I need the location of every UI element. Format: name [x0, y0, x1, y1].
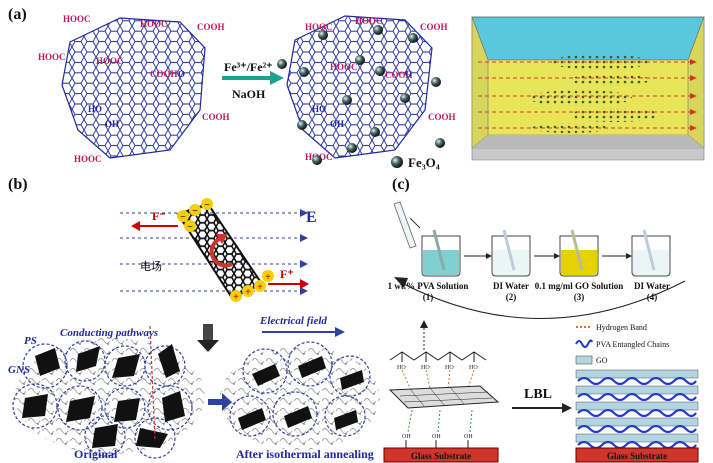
svg-text:HOOC: HOOC: [330, 62, 358, 72]
svg-text:HO: HO: [397, 365, 406, 371]
panel-a-label: (a): [8, 6, 27, 23]
glass-substrate-left-label: Glass Substrate: [411, 451, 471, 461]
panel-c-figure: 1 wt.% PVA Solution (1) DI Water (2) 0.1…: [383, 201, 699, 463]
beaker-1: [421, 229, 461, 277]
fe3o4-legend-icon: [391, 156, 403, 168]
panel-a-figure: HOOC HOOC COOH HOOC HOOC COOH COOH HOOC …: [38, 14, 705, 170]
lbl-arrow: [562, 403, 572, 413]
beaker-1-num: (1): [423, 292, 434, 302]
oh-label: OH: [105, 119, 119, 129]
cooh-label: COOH: [202, 112, 230, 122]
field-chinese-label: 电场: [140, 259, 162, 273]
layered-composite-3d: [471, 16, 705, 161]
beaker-2-num: (2): [506, 292, 517, 302]
o-label: O: [178, 69, 185, 79]
conducting-pathways-label: Conducting pathways: [60, 327, 158, 339]
panel-b-figure: E − − − − + + + + F⁻ F⁺ 电场: [8, 198, 380, 461]
beaker-4-label: DI Water: [634, 281, 670, 291]
svg-text:COOH: COOH: [428, 112, 456, 122]
legend-go: GO: [596, 356, 608, 365]
fe3o4-legend-label: Fe₃O₄: [408, 155, 440, 170]
svg-text:+: +: [245, 287, 251, 298]
cooh-label: COOH: [197, 22, 225, 32]
down-arrow: [197, 340, 219, 352]
ps-label: PS: [24, 335, 37, 347]
beaker-3: [559, 229, 599, 277]
cooh-label: COOH: [150, 69, 178, 79]
legend-hydrogen-band: Hydrogen Band: [596, 323, 647, 332]
beaker-3-num: (3): [574, 292, 585, 302]
original-label: Original: [74, 447, 118, 461]
glass-substrate-right-label: Glass Substrate: [607, 451, 667, 461]
svg-text:−: −: [187, 222, 193, 233]
ho-label: HO: [88, 104, 102, 114]
svg-text:+: +: [233, 292, 239, 303]
hooc-label: HOOC: [63, 14, 91, 24]
beaker-1-label: 1 wt.% PVA Solution: [388, 281, 469, 291]
svg-text:HO: HO: [469, 365, 478, 371]
svg-text:OH: OH: [464, 434, 473, 440]
force-minus-label: F⁻: [152, 209, 166, 223]
go-sheet-left: [61, 17, 206, 159]
field-e-label: E: [306, 209, 317, 226]
annealed-composite: [220, 341, 380, 450]
original-composite: [12, 325, 205, 459]
svg-text:−: −: [192, 206, 198, 217]
hooc-label: HOOC: [74, 154, 102, 164]
reaction-arrow: [270, 71, 284, 85]
beaker-2-label: DI Water: [493, 281, 529, 291]
beaker-2: [491, 229, 531, 277]
beaker-3-label: 0.1 mg/ml GO Solution: [535, 281, 624, 291]
gns-label: GNS: [8, 364, 30, 376]
force-plus-label: F⁺: [280, 267, 294, 281]
svg-text:−: −: [204, 200, 210, 211]
svg-text:OH: OH: [432, 434, 441, 440]
lbl-label: LBL: [524, 387, 552, 402]
legend-pva-chains: PVA Entangled Chains: [596, 340, 669, 349]
hooc-label: HOOC: [140, 19, 168, 29]
panel-b-label: (b): [8, 176, 28, 193]
svg-text:HO: HO: [421, 365, 430, 371]
glass-substrate-left: [383, 447, 499, 463]
pva-chain: HO HO HO HO: [389, 351, 487, 371]
svg-text:+: +: [265, 272, 271, 283]
svg-text:HO: HO: [445, 365, 454, 371]
svg-text:OH: OH: [402, 434, 411, 440]
glass-substrate-right: [575, 447, 699, 463]
beaker-4: [631, 229, 671, 277]
svg-text:−: −: [180, 212, 186, 223]
svg-text:HOOC: HOOC: [355, 16, 383, 26]
reaction-reagent: Fe³⁺/Fe²⁺: [224, 60, 273, 74]
svg-text:OH: OH: [330, 119, 344, 129]
hooc-label: HOOC: [96, 56, 124, 66]
svg-text:+: +: [257, 282, 263, 293]
hooc-label: HOOC: [38, 52, 66, 62]
electrical-field-label: Electrical field: [259, 315, 327, 327]
svg-text:COOH: COOH: [420, 22, 448, 32]
svg-text:HO: HO: [312, 104, 326, 114]
panel-c-label: (c): [392, 176, 410, 193]
reaction-base: NaOH: [232, 87, 266, 101]
svg-text:O: O: [405, 69, 412, 79]
fe3o4-particles: [277, 25, 445, 165]
go-sheet-right: [286, 15, 433, 159]
svg-text:COOH: COOH: [385, 70, 413, 80]
lbl-film-stack: [575, 369, 699, 450]
svg-text:HOOC: HOOC: [305, 22, 333, 32]
beaker-4-num: (4): [647, 292, 658, 302]
after-annealing-label: After isothermal annealing: [236, 447, 374, 461]
graphene-sheet: [176, 202, 264, 300]
